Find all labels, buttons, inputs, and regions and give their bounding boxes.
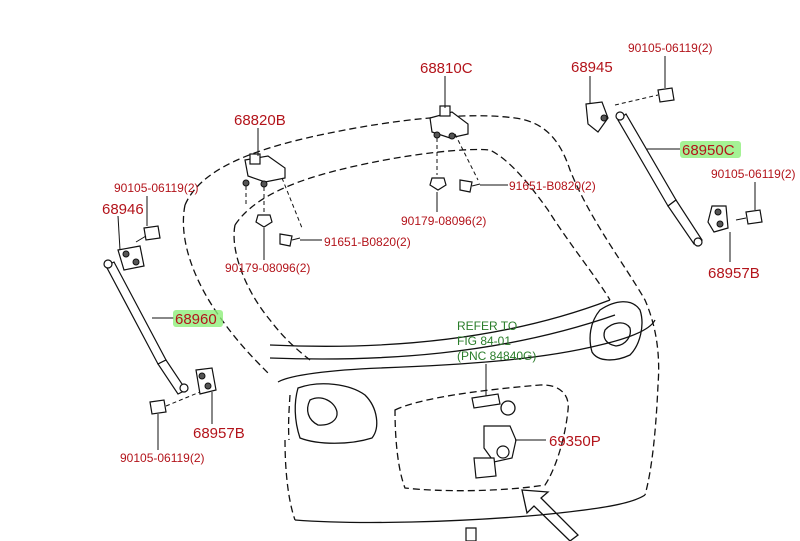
hinge-68810C [429, 105, 479, 181]
label-69350P[interactable]: 69350P [549, 433, 601, 450]
label-90105-top[interactable]: 90105-06119(2) [628, 41, 713, 55]
strut-68950C [615, 111, 703, 247]
label-68945[interactable]: 68945 [571, 59, 613, 76]
label-68950C[interactable]: 68950C [682, 142, 735, 159]
strut-68960 [103, 259, 189, 395]
switch-84840G [471, 364, 501, 409]
reference-line-3[interactable]: (PNC 84840G) [457, 349, 536, 363]
highlight-68960 [173, 310, 223, 327]
fasteners [135, 87, 763, 541]
bracket-68945 [585, 101, 609, 133]
reference-line-2[interactable]: FIG 84-01 [457, 334, 511, 348]
label-90179-left[interactable]: 90179-08096(2) [225, 261, 310, 275]
bracket-68957B-left [195, 367, 217, 395]
label-91651-mid[interactable]: 91651-B0820(2) [509, 179, 596, 193]
label-90105-right[interactable]: 90105-06119(2) [711, 167, 796, 181]
bracket-68957B-right [707, 205, 729, 233]
label-68810C[interactable]: 68810C [420, 60, 473, 77]
label-68957B-right[interactable]: 68957B [708, 265, 760, 282]
lock-69350P [473, 425, 546, 479]
hinge-68820B [242, 153, 303, 229]
label-68957B-left[interactable]: 68957B [193, 425, 245, 442]
label-68820B[interactable]: 68820B [234, 112, 286, 129]
label-90105-left[interactable]: 90105-06119(2) [114, 181, 199, 195]
bracket-68946 [117, 245, 145, 271]
back-door-outline [182, 115, 660, 541]
label-91651-left[interactable]: 91651-B0820(2) [324, 235, 411, 249]
highlight-68950C [680, 141, 741, 158]
label-90179-mid[interactable]: 90179-08096(2) [401, 214, 486, 228]
reference-line-1[interactable]: REFER TO [457, 319, 517, 333]
label-68960[interactable]: 68960 [175, 311, 217, 328]
label-68946[interactable]: 68946 [102, 201, 144, 218]
label-90105-bottom[interactable]: 90105-06119(2) [120, 451, 205, 465]
leader-lines [117, 56, 756, 450]
